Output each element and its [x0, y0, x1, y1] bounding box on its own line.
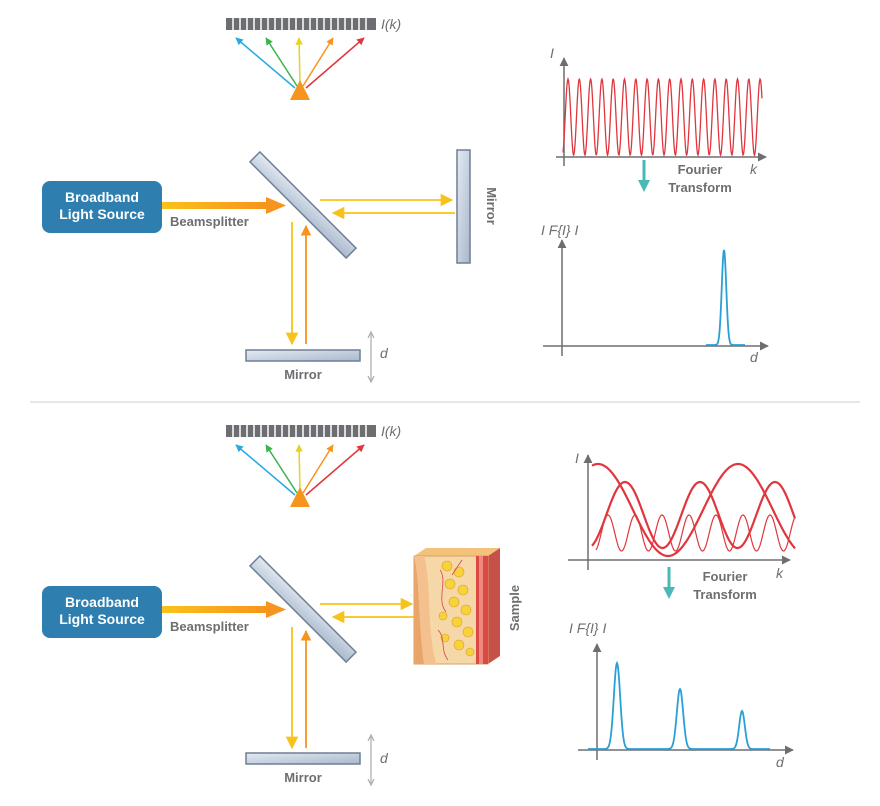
beamsplitter: [248, 150, 358, 260]
side-mirror-label: Mirror: [484, 187, 499, 225]
bottom-interferogram-plot: I k: [568, 450, 797, 581]
reference-mirror-label: Mirror: [284, 367, 322, 382]
top-interferogram-plot: I k: [550, 45, 767, 177]
beamsplitter-label: Beamsplitter: [170, 619, 249, 634]
detector-array-icon: [226, 425, 376, 437]
light-source-box: [42, 181, 162, 233]
bottom-transform-line1: Fourier: [703, 569, 748, 584]
light-source-label-line2: Light Source: [59, 206, 145, 222]
plot3-xlabel: k: [776, 565, 784, 581]
bottom-signal-curve-3: [595, 514, 796, 552]
output-beam-arrowhead: [290, 487, 310, 507]
bottom-fft-plot: I F{I} I d: [569, 620, 794, 770]
spectrum-arrows-icon: [235, 37, 365, 89]
top-fft-plot: I F{I} I d: [541, 222, 769, 365]
source-beam-arrowhead: [266, 197, 286, 214]
reference-mirror: [245, 349, 361, 362]
light-source-label-line2: Light Source: [59, 611, 145, 627]
bottom-fft-peaks: [588, 660, 770, 750]
source-beam: [162, 606, 268, 613]
bottom-signal-curve-1: [591, 462, 796, 558]
reference-mirror: [245, 752, 361, 765]
top-transform-line2: Transform: [668, 180, 732, 195]
sample-label: Sample: [507, 585, 522, 631]
beamsplitter-label: Beamsplitter: [170, 214, 249, 229]
plot4-ylabel: I F{I} I: [569, 620, 606, 636]
top-panel: I(k) Broadband Light Source Beamsplitter: [42, 16, 769, 384]
output-beam-arrowhead: [290, 80, 310, 100]
displacement-label: d: [380, 345, 389, 361]
light-source-box: [42, 586, 162, 638]
bottom-signal-curve-2: [591, 480, 797, 550]
plot2-xlabel: d: [750, 349, 759, 365]
displacement-label: d: [380, 750, 389, 766]
reference-mirror-label: Mirror: [284, 770, 322, 785]
top-fft-peak: [706, 249, 745, 346]
top-signal-curve: [562, 76, 763, 157]
bottom-transform-line2: Transform: [693, 587, 757, 602]
tissue-sample-icon: [413, 548, 500, 665]
down-arrow-icon: [638, 180, 650, 192]
top-transform-line1: Fourier: [678, 162, 723, 177]
plot4-xlabel: d: [776, 754, 785, 770]
detector-label: I(k): [381, 423, 401, 439]
bottom-transform-arrow: [663, 567, 675, 599]
light-source-label-line1: Broadband: [65, 189, 139, 205]
light-source-label-line1: Broadband: [65, 594, 139, 610]
source-beam-arrowhead: [266, 601, 286, 618]
plot2-ylabel: I F{I} I: [541, 222, 578, 238]
source-beam: [162, 202, 268, 209]
top-transform-arrow: [638, 160, 650, 192]
beamsplitter: [248, 554, 358, 664]
side-mirror: [456, 149, 471, 264]
detector-label: I(k): [381, 16, 401, 32]
plot1-xlabel: k: [750, 161, 758, 177]
plot3-ylabel: I: [575, 450, 579, 466]
down-arrow-icon: [663, 587, 675, 599]
plot1-ylabel: I: [550, 45, 554, 61]
bottom-panel: I(k) Broadband Light Source Beamsplitter: [42, 423, 797, 787]
spectrum-arrows-icon: [235, 444, 365, 496]
detector-array-icon: [226, 18, 376, 30]
